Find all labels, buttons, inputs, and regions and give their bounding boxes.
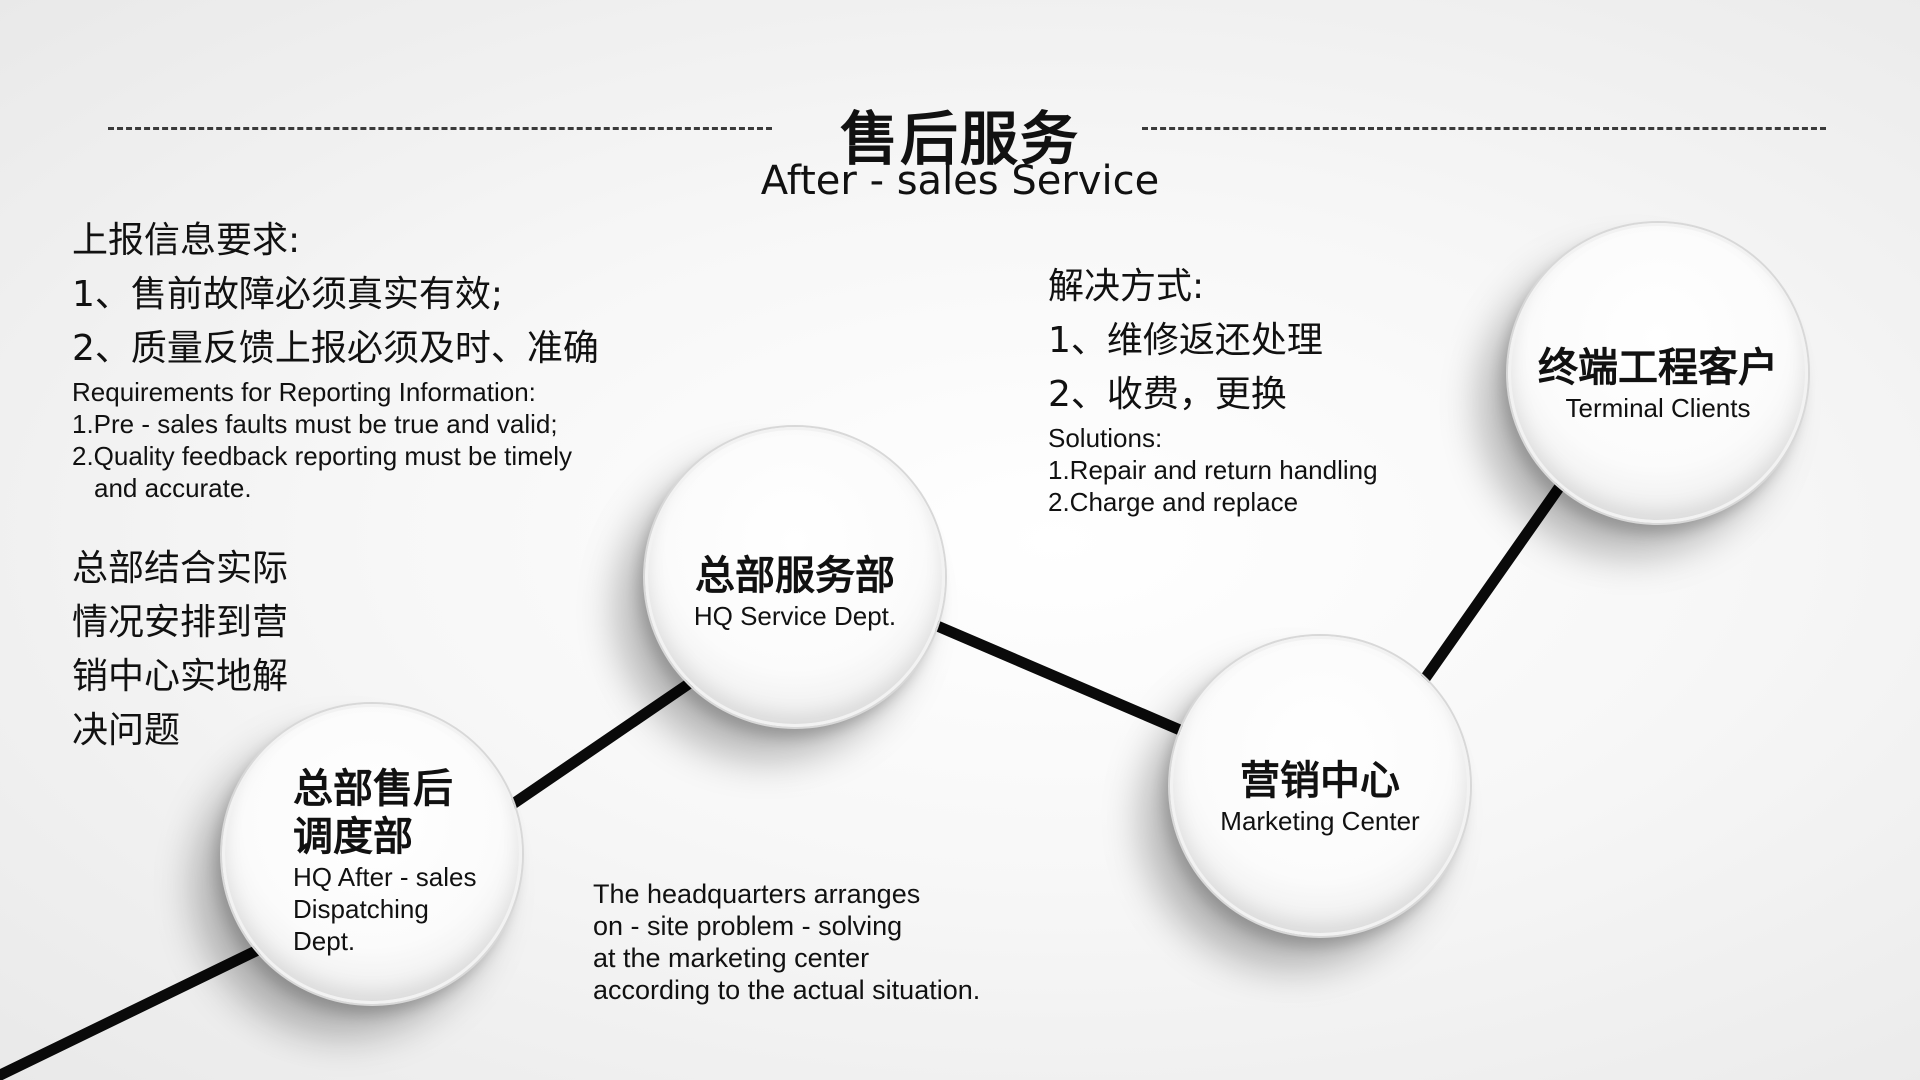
connector-segment-hq-marketing: [929, 619, 1186, 736]
node-subtitle: Dept.: [293, 926, 356, 956]
requirements-item: 2、质量反馈上报必须及时、准确: [72, 328, 599, 369]
node-subtitle: Dispatching: [293, 894, 429, 924]
node-title: 总部服务部: [695, 553, 895, 599]
solutions-item: 1、维修返还处理: [1048, 320, 1323, 361]
title-rule-right: [1142, 127, 1826, 130]
node-subtitle: Terminal Clients: [1565, 393, 1751, 423]
solutions-item-en: 1.Repair and return handling: [1048, 455, 1378, 485]
node-marketing-center: 营销中心 Marketing Center: [1170, 636, 1470, 936]
solutions-item-en: 2.Charge and replace: [1048, 487, 1299, 517]
connector-segment-start: [0, 942, 268, 1080]
requirements-item-en: 1.Pre - sales faults must be true and va…: [72, 409, 558, 439]
requirements-item-en-continued: and accurate.: [94, 473, 252, 503]
solutions-item: 2、收费，更换: [1048, 374, 1287, 415]
node-subtitle: HQ After - sales: [293, 862, 477, 892]
node-hq-after-sales-dispatching: 总部售后 调度部 HQ After - sales Dispatching De…: [222, 704, 522, 1004]
solutions-heading: 解决方式:: [1048, 266, 1205, 307]
requirements-item: 1、售前故障必须真实有效;: [72, 274, 504, 315]
requirements-heading: 上报信息要求:: [72, 220, 301, 261]
node-subtitle: Marketing Center: [1220, 806, 1420, 836]
node-title: 调度部: [293, 814, 413, 860]
hq-arrangement-note: 总部结合实际 情况安排到营 销中心实地解 决问题: [72, 542, 288, 758]
solutions-heading-en: Solutions:: [1048, 423, 1163, 453]
node-title: 总部售后: [293, 766, 453, 812]
node-hq-service-dept: 总部服务部 HQ Service Dept.: [645, 427, 945, 727]
hq-note-line: 销中心实地解: [72, 656, 289, 697]
node-title: 终端工程客户: [1538, 345, 1778, 391]
hq-note-en-line: The headquarters arranges: [593, 879, 921, 909]
title-chinese: 售后服务: [839, 105, 1080, 173]
node-label: 营销中心 Marketing Center: [1173, 757, 1467, 837]
requirements-item-en: 2.Quality feedback reporting must be tim…: [72, 441, 573, 471]
node-terminal-clients: 终端工程客户 Terminal Clients: [1508, 223, 1808, 523]
hq-note-line: 情况安排到营: [72, 602, 289, 643]
connector-segment-dispatch-hq: [504, 677, 696, 812]
hq-note-en-line: on - site problem - solving: [593, 911, 903, 941]
hq-note-en-line: according to the actual situation.: [593, 975, 981, 1005]
reporting-requirements: 上报信息要求: 1、售前故障必须真实有效; 2、质量反馈上报必须及时、准确 Re…: [72, 214, 599, 504]
requirements-heading-en: Requirements for Reporting Information:: [72, 377, 536, 407]
hq-note-line: 决问题: [72, 710, 181, 751]
hq-arrangement-note-en: The headquarters arranges on - site prob…: [593, 878, 980, 1006]
node-title: 营销中心: [1240, 758, 1400, 804]
title-rule-left: [108, 127, 772, 130]
node-label: 总部服务部 HQ Service Dept.: [648, 552, 942, 632]
connector-segment-marketing-terminal: [1418, 476, 1569, 686]
node-label: 总部售后 调度部 HQ After - sales Dispatching De…: [293, 765, 477, 957]
hq-note-line: 总部结合实际: [72, 548, 289, 589]
title-english: After - sales Service: [760, 158, 1160, 204]
solutions: 解决方式: 1、维修返还处理 2、收费，更换 Solutions: 1.Repa…: [1048, 260, 1378, 518]
hq-note-en-line: at the marketing center: [593, 943, 870, 973]
node-label: 终端工程客户 Terminal Clients: [1511, 344, 1805, 424]
node-subtitle: HQ Service Dept.: [693, 601, 897, 631]
